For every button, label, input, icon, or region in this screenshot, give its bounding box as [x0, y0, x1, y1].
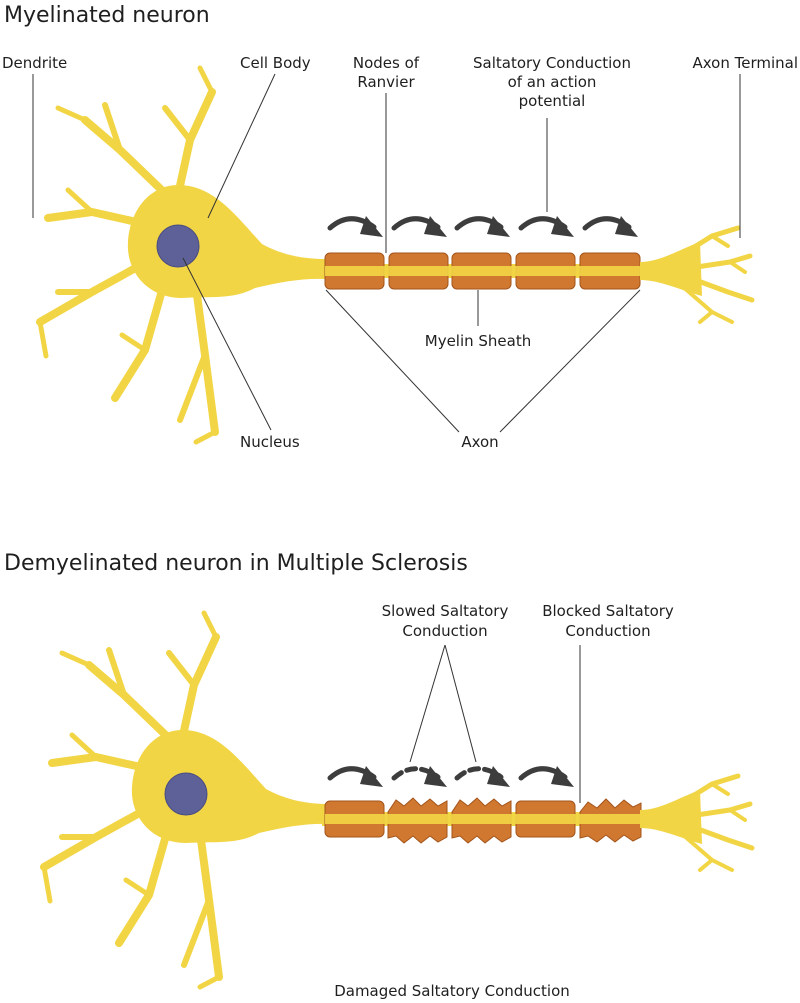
- label-damaged-conduction: Damaged Saltatory Conduction: [334, 982, 570, 1000]
- label-saltatory-line1: Saltatory Conduction: [473, 54, 631, 72]
- myelin-sheath: [324, 252, 641, 290]
- dendrites: [36, 65, 219, 445]
- label-blocked-line1: Blocked Saltatory: [542, 602, 674, 620]
- label-axon-terminal: Axon Terminal: [692, 54, 798, 72]
- label-dendrite: Dendrite: [2, 54, 67, 72]
- label-nodes-line2: Ranvier: [357, 73, 415, 91]
- top-leader-lines: [32, 73, 741, 433]
- demyelinated-neuron: [40, 610, 755, 990]
- bottom-leader-lines: [409, 644, 581, 803]
- label-slowed-line1: Slowed Saltatory: [382, 602, 509, 620]
- top-title: Myelinated neuron: [4, 3, 210, 28]
- nucleus-bottom: [164, 772, 208, 816]
- label-axon: Axon: [461, 433, 498, 451]
- saltatory-arrows: [327, 216, 638, 237]
- dendrites-bottom: [40, 610, 223, 990]
- label-nodes-line1: Nodes of: [353, 54, 420, 72]
- nucleus: [156, 224, 200, 268]
- label-saltatory-line3: potential: [519, 92, 586, 110]
- axon-terminal: [640, 225, 755, 324]
- cell-body-bottom: [131, 729, 330, 843]
- myelin-sheath-bottom: [324, 797, 642, 844]
- myelinated-neuron: [36, 65, 755, 445]
- conduction-arrows-bottom: [327, 766, 574, 787]
- label-blocked-line2: Conduction: [565, 622, 650, 640]
- label-nucleus: Nucleus: [240, 433, 300, 451]
- bottom-title: Demyelinated neuron in Multiple Sclerosi…: [4, 551, 468, 576]
- label-myelin-sheath: Myelin Sheath: [425, 332, 532, 350]
- label-cell-body: Cell Body: [240, 54, 311, 72]
- label-saltatory-line2: of an action: [508, 73, 597, 91]
- axon-terminal-bottom: [640, 773, 755, 872]
- cell-body: [127, 184, 326, 298]
- label-slowed-line2: Conduction: [402, 622, 487, 640]
